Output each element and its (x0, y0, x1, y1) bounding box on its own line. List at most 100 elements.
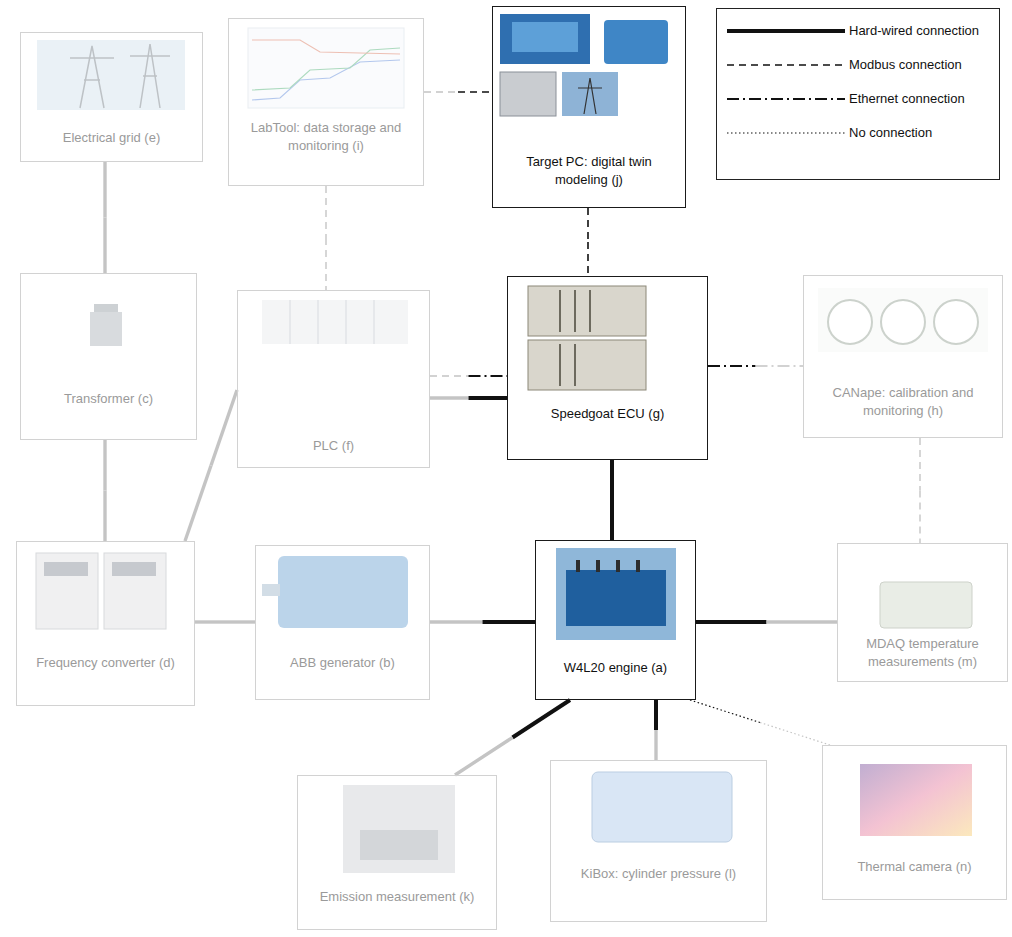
connector-segment (458, 91, 492, 93)
component-box: Electrical grid (e) (20, 32, 203, 162)
thermal-photo (860, 764, 972, 836)
converter-display (44, 562, 88, 576)
connector (105, 162, 106, 273)
connector (708, 366, 803, 367)
component-label: MDAQ temperature measurements (m) (843, 635, 1002, 671)
connector (696, 622, 837, 623)
connector (920, 438, 921, 543)
connector (105, 440, 106, 541)
connector-segment (211, 390, 237, 466)
chart-line (252, 40, 400, 54)
connector-segment (430, 396, 469, 399)
legend-text: No connection (849, 124, 932, 142)
chart-line (252, 60, 400, 100)
connector-segment (225, 620, 255, 623)
speedgoat-photo (528, 286, 646, 336)
legend-box: Hard-wired connectionModbus connectionEt… (716, 8, 1000, 180)
connector-segment (513, 700, 571, 738)
cylinder-head (578, 560, 638, 572)
component-label: PLC (f) (243, 437, 424, 455)
component-box: LabTool: data storage and monitoring (i) (228, 18, 424, 186)
grid-photo (562, 72, 618, 116)
connector-segment (103, 440, 106, 491)
converter-photo (104, 553, 166, 629)
plc-photo (262, 300, 408, 344)
component-label: Transformer (c) (26, 390, 191, 408)
connector-segment (103, 162, 106, 218)
emission-photo (360, 830, 438, 860)
component-box: Thermal camera (n) (822, 745, 1007, 900)
connector (588, 208, 589, 276)
component-label: W4L20 engine (a) (541, 659, 690, 677)
connector (455, 700, 570, 775)
component-label: ABB generator (b) (261, 654, 424, 672)
component-box: MDAQ temperature measurements (m) (837, 543, 1008, 682)
connector-segment (103, 218, 106, 274)
connector-segment (455, 738, 513, 776)
pylon-symbol (70, 44, 170, 108)
legend-text: Hard-wired connection (849, 22, 979, 40)
legend-line (727, 29, 845, 33)
connector-segment (325, 186, 326, 238)
generator-shaft (262, 584, 280, 596)
component-label: KiBox: cylinder pressure (l) (556, 865, 761, 883)
emission-photo (343, 785, 455, 873)
legend-sample (727, 128, 845, 138)
engine-photo (556, 548, 676, 640)
connector-segment (708, 365, 756, 367)
connector-segment (654, 730, 657, 760)
component-label: Target PC: digital twin modeling (j) (498, 153, 680, 189)
connector-segment (195, 620, 225, 623)
connector-segment (430, 375, 469, 376)
component-label: Electrical grid (e) (26, 129, 197, 147)
component-box: KiBox: cylinder pressure (l) (550, 760, 767, 922)
pylon-symbol (578, 78, 602, 114)
connector-segment (919, 438, 920, 491)
connector-segment (919, 491, 920, 544)
grid-photo (37, 40, 185, 110)
legend-line (727, 64, 845, 66)
gauge-symbol (881, 300, 925, 344)
connector (656, 700, 657, 760)
component-box: Speedgoat ECU (g) (507, 276, 708, 460)
connector-segment (690, 700, 760, 723)
connector-segment (469, 396, 508, 400)
connector-segment (767, 620, 838, 623)
component-label: LabTool: data storage and monitoring (i) (234, 119, 418, 155)
connector-segment (610, 460, 614, 500)
component-box: CANape: calibration and monitoring (h) (803, 275, 1003, 438)
component-box: Frequency converter (d) (16, 541, 195, 706)
connector (690, 700, 830, 745)
connector (185, 390, 237, 541)
engine-photo (512, 22, 578, 52)
gauge-symbol (934, 300, 978, 344)
component-label: Frequency converter (d) (22, 654, 189, 672)
connector (612, 460, 613, 540)
io-card (560, 290, 590, 386)
legend-sample (727, 60, 845, 70)
connector-segment (424, 91, 458, 92)
generator-photo (604, 20, 668, 64)
component-box: Target PC: digital twin modeling (j) (492, 6, 686, 208)
canape-photo (818, 288, 988, 352)
converter-photo (36, 553, 98, 629)
engine-photo (500, 14, 590, 64)
connector (430, 398, 507, 399)
converter-display (112, 562, 156, 576)
plc-module (290, 300, 374, 344)
connector-segment (587, 208, 589, 242)
connector-segment (696, 620, 767, 624)
kibox-photo (592, 772, 732, 842)
connector-segment (654, 700, 658, 730)
connector-segment (325, 238, 326, 290)
connector (424, 92, 492, 93)
connector-segment (103, 491, 106, 542)
gauge-symbol (828, 300, 872, 344)
connector-segment (185, 466, 211, 542)
connector-segment (756, 365, 804, 367)
connector-segment (469, 375, 508, 377)
converter-photo (500, 72, 556, 116)
chart-photo (248, 28, 404, 108)
component-box: Emission measurement (k) (297, 775, 497, 930)
component-label: Speedgoat ECU (g) (513, 405, 702, 423)
